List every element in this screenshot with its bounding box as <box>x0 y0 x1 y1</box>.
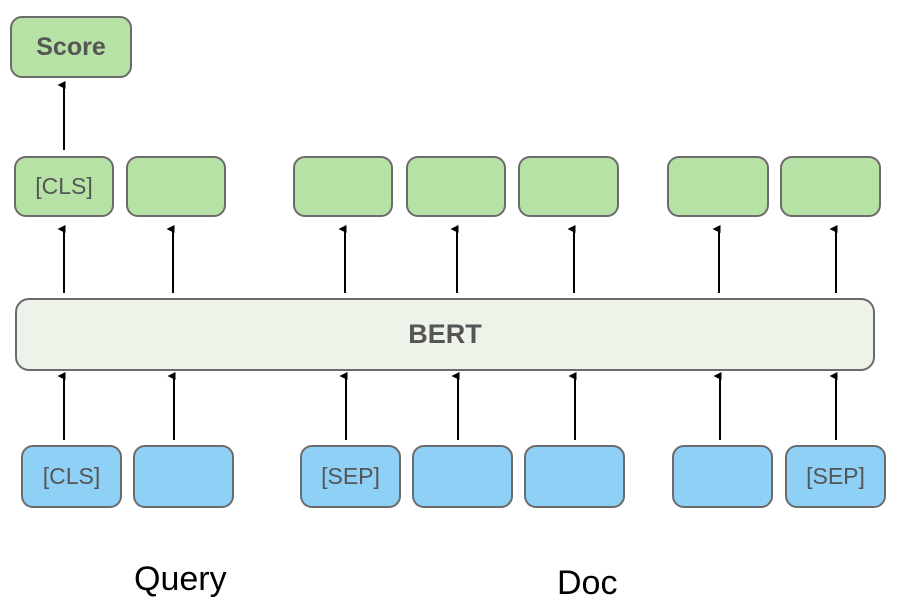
input-token-box: [SEP] <box>300 445 401 508</box>
input-token-box <box>672 445 773 508</box>
input-token-box <box>412 445 513 508</box>
bert-label: BERT <box>408 319 482 349</box>
output-token-box <box>780 156 881 217</box>
output-token-box <box>667 156 769 217</box>
bert-encoder-block: BERT <box>15 298 875 371</box>
input-token-label: [SEP] <box>806 463 865 489</box>
input-token-box: [SEP] <box>785 445 886 508</box>
input-token-label: [CLS] <box>42 463 101 489</box>
doc-caption: Doc <box>557 564 618 602</box>
output-token-box <box>406 156 506 217</box>
input-token-label: [SEP] <box>321 463 380 489</box>
query-caption: Query <box>134 560 227 598</box>
score-label: Score <box>36 32 106 61</box>
output-token-box <box>293 156 393 217</box>
input-token-box <box>133 445 234 508</box>
output-token-box <box>126 156 226 217</box>
input-token-box <box>524 445 625 508</box>
output-token-label: [CLS] <box>35 173 93 199</box>
output-token-box: [CLS] <box>14 156 114 217</box>
score-node: Score <box>10 16 132 78</box>
output-token-box <box>518 156 619 217</box>
input-token-box: [CLS] <box>21 445 122 508</box>
